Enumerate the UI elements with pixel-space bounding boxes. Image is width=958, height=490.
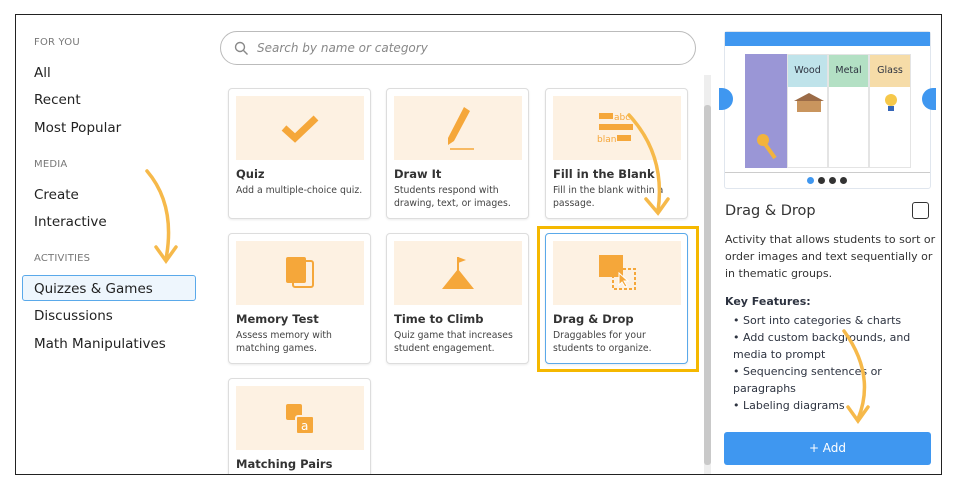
- carousel-dots: [807, 177, 847, 184]
- carousel-prev-button[interactable]: [719, 88, 733, 110]
- icon-text: a: [301, 419, 308, 433]
- card-image: [394, 241, 522, 305]
- card-description: Add a multiple-choice quiz.: [236, 185, 363, 196]
- search-input[interactable]: Search by name or category: [220, 31, 696, 65]
- feature-item: • Sequencing sentences or paragraphs: [733, 365, 882, 395]
- mountain-flag-icon: [442, 257, 474, 289]
- icon-text: blan: [597, 135, 616, 145]
- features-list: • Sort into categories & charts • Add cu…: [725, 312, 930, 414]
- detail-title: Drag & Drop: [725, 203, 816, 219]
- card-time-to-climb[interactable]: Time to Climb Quiz game that increases s…: [386, 233, 529, 364]
- cards-icon: [286, 257, 314, 288]
- carousel-dot[interactable]: [818, 177, 825, 184]
- carousel-dot[interactable]: [829, 177, 836, 184]
- sidebar-item-most-popular[interactable]: Most Popular: [34, 120, 122, 136]
- sidebar-item-all[interactable]: All: [34, 65, 51, 81]
- card-drag-drop[interactable]: Drag & Drop Draggables for your students…: [545, 233, 688, 364]
- scrollbar-thumb[interactable]: [704, 105, 711, 465]
- drag-drop-icon: [599, 255, 636, 290]
- fill-blank-icon: abc blan: [597, 113, 633, 145]
- house-icon: [794, 93, 824, 112]
- card-title: Fill in the Blank: [553, 167, 655, 181]
- card-title: Quiz: [236, 167, 265, 181]
- preview-column-wood: Wood: [787, 54, 828, 168]
- card-fill-in-the-blank[interactable]: abc blan Fill in the Blank Fill in the bl…: [545, 88, 688, 219]
- preview-icon[interactable]: [912, 202, 929, 219]
- card-description: Assess memory with matching games.: [236, 330, 332, 354]
- card-draw-it[interactable]: Draw It Students respond with drawing, t…: [386, 88, 529, 219]
- section-activities: ACTIVITIES: [34, 253, 91, 264]
- section-for-you: FOR YOU: [34, 37, 80, 48]
- arrow-icon: [154, 245, 178, 265]
- card-memory-test[interactable]: Memory Test Assess memory with matching …: [228, 233, 371, 364]
- carousel-dot[interactable]: [840, 177, 847, 184]
- feature-item: • Sort into categories & charts: [733, 314, 902, 327]
- features-title: Key Features:: [725, 295, 811, 308]
- checkmark-icon: [281, 115, 319, 143]
- card-title: Memory Test: [236, 312, 319, 326]
- sidebar-item-recent[interactable]: Recent: [34, 92, 81, 108]
- key-icon: [757, 134, 777, 160]
- card-description: Fill in the blank within a passage.: [553, 185, 664, 209]
- feature-item: • Labeling diagrams: [733, 399, 845, 412]
- preview-header-bar: [725, 32, 930, 46]
- card-image: [236, 96, 364, 160]
- card-image: [553, 241, 681, 305]
- search-placeholder: Search by name or category: [257, 41, 428, 55]
- carousel-dot[interactable]: [807, 177, 814, 184]
- arrow-icon: [145, 169, 171, 261]
- sidebar-item-quizzes-games[interactable]: Quizzes & Games: [22, 275, 196, 301]
- card-title: Drag & Drop: [553, 312, 634, 326]
- card-description: Students respond with drawing, text, or …: [394, 185, 511, 209]
- card-quiz[interactable]: Quiz Add a multiple-choice quiz.: [228, 88, 371, 219]
- carousel-next-button[interactable]: [922, 88, 936, 110]
- card-title: Matching Pairs: [236, 457, 333, 471]
- card-image: [394, 96, 522, 160]
- feature-item: • Add custom backgrounds, and media to p…: [733, 331, 911, 361]
- column-header: Glass: [870, 55, 910, 87]
- column-header: Metal: [829, 55, 868, 87]
- detail-panel: Wood Metal Glass Drag & Drop Activity th…: [716, 15, 941, 474]
- activity-picker: FOR YOU All Recent Most Popular MEDIA Cr…: [15, 14, 942, 475]
- sidebar-item-interactive[interactable]: Interactive: [34, 214, 107, 230]
- card-matching-pairs[interactable]: a Matching Pairs: [228, 378, 371, 474]
- column-header: Wood: [788, 55, 827, 87]
- preview-carousel: Wood Metal Glass: [719, 31, 936, 189]
- detail-description: Activity that allows students to sort or…: [725, 233, 936, 280]
- preview-column-metal: Metal: [828, 54, 869, 168]
- sidebar-item-discussions[interactable]: Discussions: [34, 308, 113, 324]
- scrollbar-track[interactable]: [704, 75, 711, 474]
- preview-column-glass: Glass: [869, 54, 911, 168]
- preview-item-bank: [745, 54, 787, 168]
- matching-pairs-icon: a: [286, 404, 315, 435]
- card-image: a: [236, 386, 364, 450]
- card-description: Draggables for your students to organize…: [553, 330, 652, 354]
- divider: [725, 172, 930, 173]
- add-button[interactable]: + Add: [724, 432, 931, 465]
- icon-text: abc: [614, 113, 630, 123]
- search-icon: [234, 41, 248, 55]
- lightbulb-icon: [885, 94, 897, 111]
- section-media: MEDIA: [34, 159, 68, 170]
- card-title: Draw It: [394, 167, 442, 181]
- sidebar-item-math-manipulatives[interactable]: Math Manipulatives: [34, 336, 166, 352]
- card-image: [236, 241, 364, 305]
- card-description: Quiz game that increases student engagem…: [394, 330, 513, 354]
- card-image: abc blan: [553, 96, 681, 160]
- selection-highlight: [537, 226, 699, 372]
- pencil-icon: [448, 107, 474, 150]
- sidebar-item-create[interactable]: Create: [34, 187, 79, 203]
- card-title: Time to Climb: [394, 312, 484, 326]
